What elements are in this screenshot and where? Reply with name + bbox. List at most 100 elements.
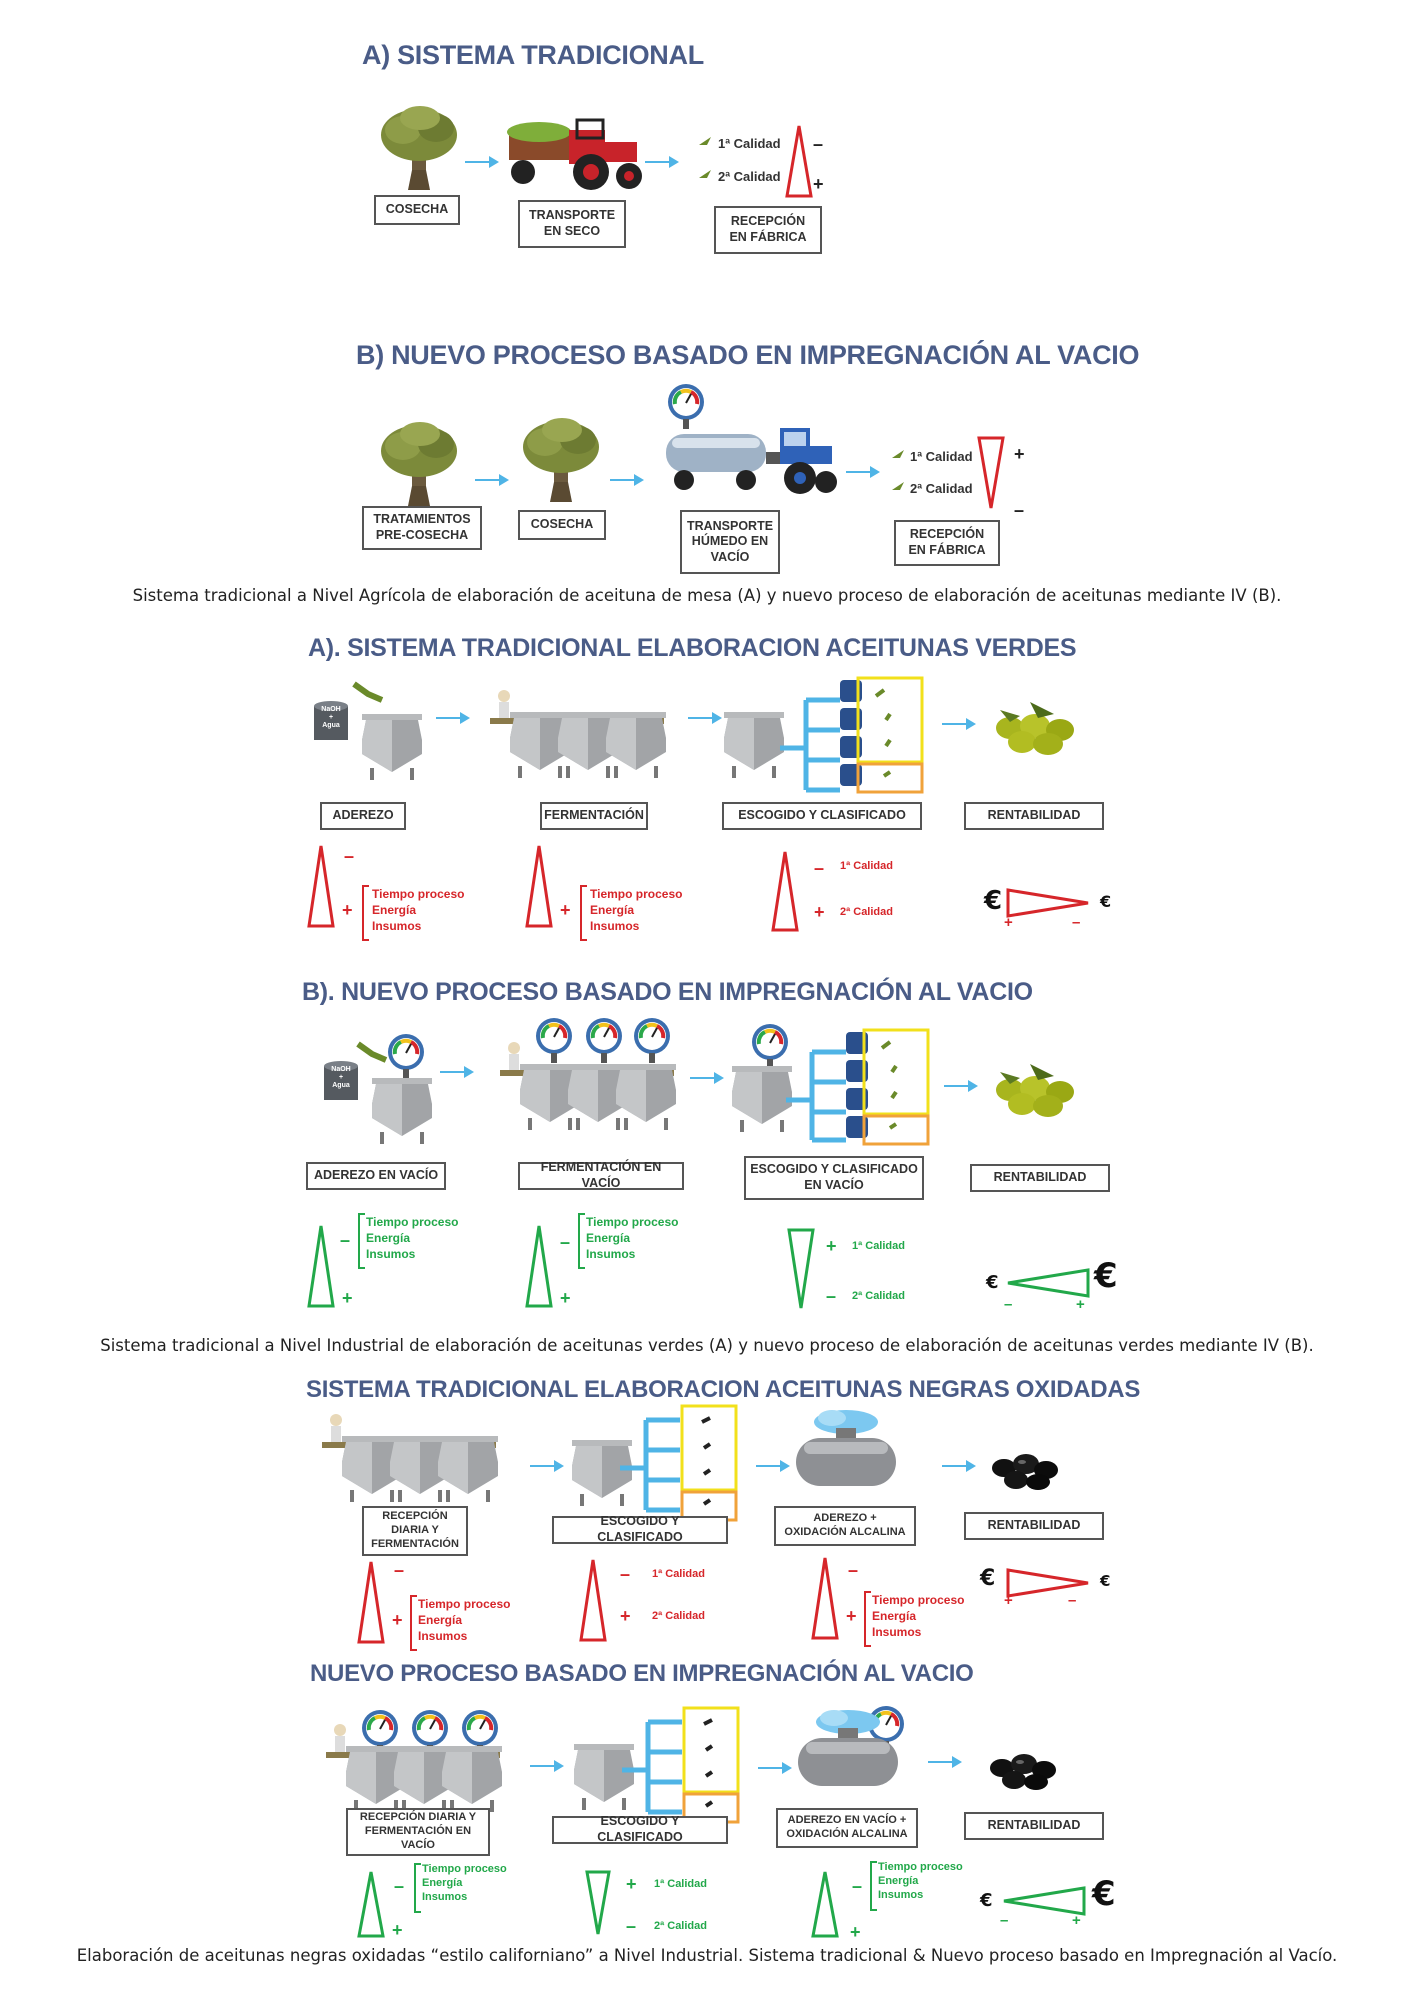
green-olives-icon (996, 702, 1074, 755)
plus-sign: + (826, 1236, 837, 1256)
fig3-a-quality1: 1ª Calidad (652, 1568, 705, 1580)
fig2-arrow-icon (942, 718, 976, 730)
red-triangle-up (785, 125, 813, 198)
plus-sign: + (814, 902, 825, 922)
minus-sign: – (813, 134, 824, 154)
olive-leaf-icon (699, 137, 711, 145)
tank-icon (724, 712, 784, 778)
bracket-icon (864, 1591, 871, 1647)
fig3-b-factors-1: Tiempo proceso Energía Insumos (422, 1863, 507, 1903)
green-triangle-up (307, 1225, 335, 1308)
euro-sign: € (980, 1566, 996, 1591)
minus-sign: – (560, 1232, 571, 1252)
plus-sign: + (1072, 1912, 1081, 1929)
fig3-arrow-icon (530, 1760, 564, 1772)
fig3-label-escogido-b: ESCOGIDO Y CLASIFICADO (552, 1814, 728, 1844)
fig3-title-a: SISTEMA TRADICIONAL ELABORACION ACEITUNA… (306, 1376, 1141, 1403)
quality-box-yellow (680, 1404, 738, 1522)
red-triangle-left (1006, 1568, 1089, 1598)
naoh-label: NaOH + Agua (331, 1066, 351, 1089)
euro-sign: € (1094, 1256, 1118, 1296)
naoh-label: NaOH + Agua (321, 706, 341, 729)
fig2-caption: Sistema tradicional a Nivel Industrial d… (100, 1336, 1314, 1355)
minus-sign: – (340, 1230, 351, 1250)
euro-sign: € (986, 1272, 999, 1293)
fig2-a-quality2: 2ª Calidad (840, 906, 893, 918)
fig1-label-recepcion-b: RECEPCIÓN EN FÁBRICA (894, 520, 1000, 566)
fig1-tree-icon (381, 422, 457, 506)
fig3-b-quality1: 1ª Calidad (654, 1878, 707, 1890)
plus-sign: + (342, 900, 353, 920)
green-triangle-up (357, 1871, 385, 1938)
fig2-b-factors-2: Tiempo proceso Energía Insumos (586, 1215, 679, 1261)
fig3-arrow-icon (942, 1460, 976, 1472)
fig2-label-rentabilidad: RENTABILIDAD (964, 802, 1104, 830)
fig2-label-aderezo: ADEREZO (320, 802, 406, 830)
euro-sign: € (980, 1890, 993, 1911)
plus-sign: + (1004, 914, 1013, 931)
fig3-label-recepcion: RECEPCIÓN DIARIA Y FERMENTACIÓN (362, 1506, 468, 1556)
red-triangle-up (357, 1561, 385, 1644)
bracket-icon (410, 1595, 417, 1651)
fig1-a-quality1: 1ª Calidad (718, 136, 781, 151)
minus-sign: – (848, 1560, 859, 1580)
bracket-icon (414, 1863, 421, 1913)
fermenter-row-icon (490, 690, 666, 778)
red-triangle-up (771, 851, 799, 932)
euro-sign: € (1100, 892, 1112, 911)
minus-sign: – (1072, 914, 1081, 931)
fig1-label-cosecha: COSECHA (374, 195, 460, 225)
euro-sign: € (984, 886, 1003, 916)
fig3-arrow-icon (756, 1460, 790, 1472)
quality-box-yellow (862, 1028, 930, 1146)
minus-sign: – (1014, 500, 1025, 520)
plus-sign: + (392, 1610, 403, 1630)
minus-sign: – (814, 858, 825, 878)
fig2-b-factors-1: Tiempo proceso Energía Insumos (366, 1215, 459, 1261)
fig1-title-a: A) SISTEMA TRADICIONAL (362, 40, 704, 70)
bracket-icon (578, 1213, 585, 1269)
minus-sign: – (1068, 1592, 1077, 1609)
plus-sign: + (560, 900, 571, 920)
sorting-lines-icon (786, 1049, 846, 1143)
minus-sign: – (394, 1560, 405, 1580)
fig1-label-tratamientos: TRATAMIENTOS PRE-COSECHA (362, 506, 482, 550)
fermenter-row-icon (500, 1042, 676, 1130)
fig2-arrow-icon (944, 1080, 978, 1092)
plus-sign: + (846, 1606, 857, 1626)
black-olives-icon (990, 1754, 1056, 1790)
fig3-title-b: NUEVO PROCESO BASADO EN IMPREGNACIÓN AL … (310, 1660, 974, 1687)
green-triangle-up (811, 1871, 839, 1938)
fig3-label-recepcion-vacio: RECEPCIÓN DIARIA Y FERMENTACIÓN EN VACÍO (346, 1808, 490, 1856)
red-triangle-up (811, 1557, 839, 1640)
fig1-label-recepcion: RECEPCIÓN EN FÁBRICA (714, 206, 822, 254)
olive-leaf-icon (699, 170, 711, 178)
green-triangle-up (525, 1225, 553, 1308)
sorting-lines-icon (620, 1417, 680, 1513)
fig1-label-transporte: TRANSPORTE EN SECO (518, 200, 626, 248)
plus-sign: + (1014, 444, 1025, 464)
minus-sign: – (1000, 1912, 1009, 1929)
fig2-label-fermentacion-vacio: FERMENTACIÓN EN VACÍO (518, 1160, 684, 1190)
sorting-lines-icon (780, 697, 840, 793)
red-triangle-up (525, 845, 553, 928)
fig3-arrow-icon (758, 1762, 792, 1774)
pressure-gauge-icon (750, 1022, 790, 1071)
fig3-a-quality2: 2ª Calidad (652, 1610, 705, 1622)
fig2-title-b: B). NUEVO PROCESO BASADO EN IMPREGNACIÓN… (302, 978, 1033, 1006)
fig3-a-factors-1: Tiempo proceso Energía Insumos (418, 1597, 511, 1643)
red-triangle-left (1006, 888, 1089, 918)
plus-sign: + (620, 1606, 631, 1626)
fig2-label-escogido-vacio: ESCOGIDO Y CLASIFICADO EN VACÍO (744, 1156, 924, 1200)
quality-box-yellow (856, 676, 924, 794)
tank-icon (372, 1078, 432, 1144)
fig2-a-quality1: 1ª Calidad (840, 860, 893, 872)
fig2-arrow-icon (688, 712, 722, 724)
euro-sign: € (1100, 1572, 1111, 1590)
minus-sign: – (826, 1286, 837, 1306)
minus-sign: – (852, 1876, 863, 1896)
fig1-arrow-icon (465, 156, 499, 168)
fig2-a-factors-1: Tiempo proceso Energía Insumos (372, 887, 465, 933)
plus-sign: + (626, 1874, 637, 1894)
green-olives-icon (996, 1064, 1074, 1117)
